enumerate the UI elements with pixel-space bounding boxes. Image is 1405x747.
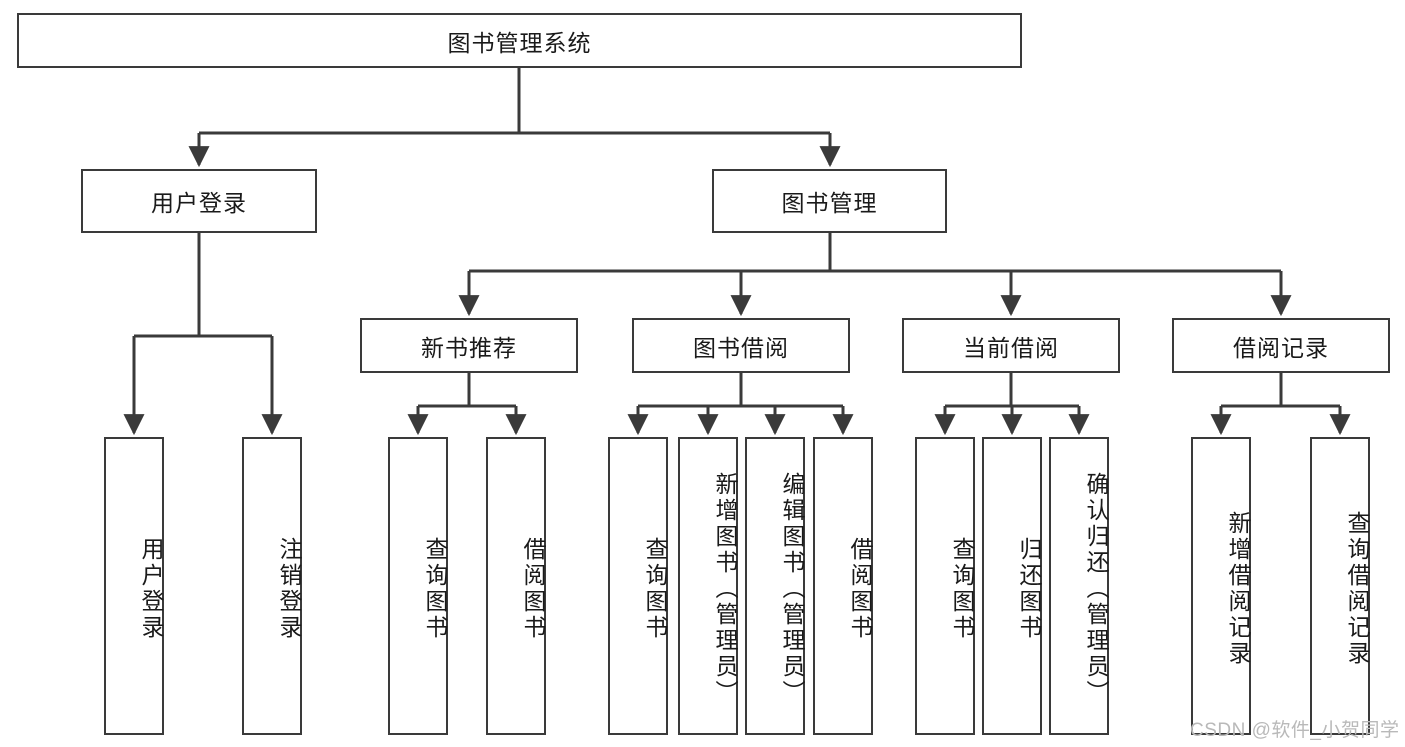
node-leaf-return-book-label: 归还图书 bbox=[1016, 537, 1042, 641]
watermark: CSDN @软件_小贺同学 bbox=[1190, 720, 1400, 741]
node-leaf-query-book-current[interactable]: 查询图书 bbox=[915, 437, 975, 735]
node-leaf-user-login[interactable]: 用户登录 bbox=[104, 437, 164, 735]
node-borrow-record-label: 借阅记录 bbox=[1233, 334, 1329, 361]
node-leaf-add-record[interactable]: 新增借阅记录 bbox=[1191, 437, 1251, 735]
node-book-management-label: 图书管理 bbox=[781, 190, 878, 216]
node-leaf-query-book-rec[interactable]: 查询图书 bbox=[388, 437, 448, 735]
node-leaf-logout-label: 注销登录 bbox=[276, 537, 302, 641]
node-leaf-query-book-borrow[interactable]: 查询图书 bbox=[608, 437, 668, 735]
node-leaf-user-login-label: 用户登录 bbox=[138, 537, 164, 641]
node-leaf-add-record-label: 新增借阅记录 bbox=[1225, 511, 1251, 667]
node-borrow-record[interactable]: 借阅记录 bbox=[1172, 318, 1390, 373]
node-leaf-add-book-label: 新增图书（管理员） bbox=[712, 472, 738, 706]
node-book-borrow-label: 图书借阅 bbox=[693, 334, 789, 361]
node-current-borrow-label: 当前借阅 bbox=[963, 334, 1059, 361]
node-current-borrow[interactable]: 当前借阅 bbox=[902, 318, 1120, 373]
node-root[interactable]: 图书管理系统 bbox=[17, 13, 1022, 68]
node-user-login-label: 用户登录 bbox=[151, 190, 247, 216]
node-leaf-edit-book-label: 编辑图书（管理员） bbox=[779, 472, 805, 706]
node-leaf-return-book[interactable]: 归还图书 bbox=[982, 437, 1042, 735]
node-book-borrow[interactable]: 图书借阅 bbox=[632, 318, 850, 373]
node-leaf-borrow-book-rec-label: 借阅图书 bbox=[520, 537, 546, 641]
node-leaf-borrow-book-label: 借阅图书 bbox=[847, 537, 873, 641]
node-leaf-query-book-current-label: 查询图书 bbox=[949, 537, 975, 641]
node-leaf-query-record[interactable]: 查询借阅记录 bbox=[1310, 437, 1370, 735]
node-leaf-add-book[interactable]: 新增图书（管理员） bbox=[678, 437, 738, 735]
node-leaf-query-book-borrow-label: 查询图书 bbox=[642, 537, 668, 641]
node-root-label: 图书管理系统 bbox=[447, 29, 592, 56]
node-leaf-query-record-label: 查询借阅记录 bbox=[1344, 511, 1370, 667]
node-book-management[interactable]: 图书管理 bbox=[712, 169, 947, 233]
node-leaf-confirm-return-label: 确认归还（管理员） bbox=[1083, 472, 1109, 706]
node-leaf-query-book-rec-label: 查询图书 bbox=[422, 537, 448, 641]
node-leaf-borrow-book[interactable]: 借阅图书 bbox=[813, 437, 873, 735]
node-user-login[interactable]: 用户登录 bbox=[81, 169, 317, 233]
node-leaf-borrow-book-rec[interactable]: 借阅图书 bbox=[486, 437, 546, 735]
node-new-book-recommend[interactable]: 新书推荐 bbox=[360, 318, 578, 373]
node-leaf-confirm-return[interactable]: 确认归还（管理员） bbox=[1049, 437, 1109, 735]
node-leaf-edit-book[interactable]: 编辑图书（管理员） bbox=[745, 437, 805, 735]
node-new-book-recommend-label: 新书推荐 bbox=[421, 334, 517, 361]
node-leaf-logout[interactable]: 注销登录 bbox=[242, 437, 302, 735]
